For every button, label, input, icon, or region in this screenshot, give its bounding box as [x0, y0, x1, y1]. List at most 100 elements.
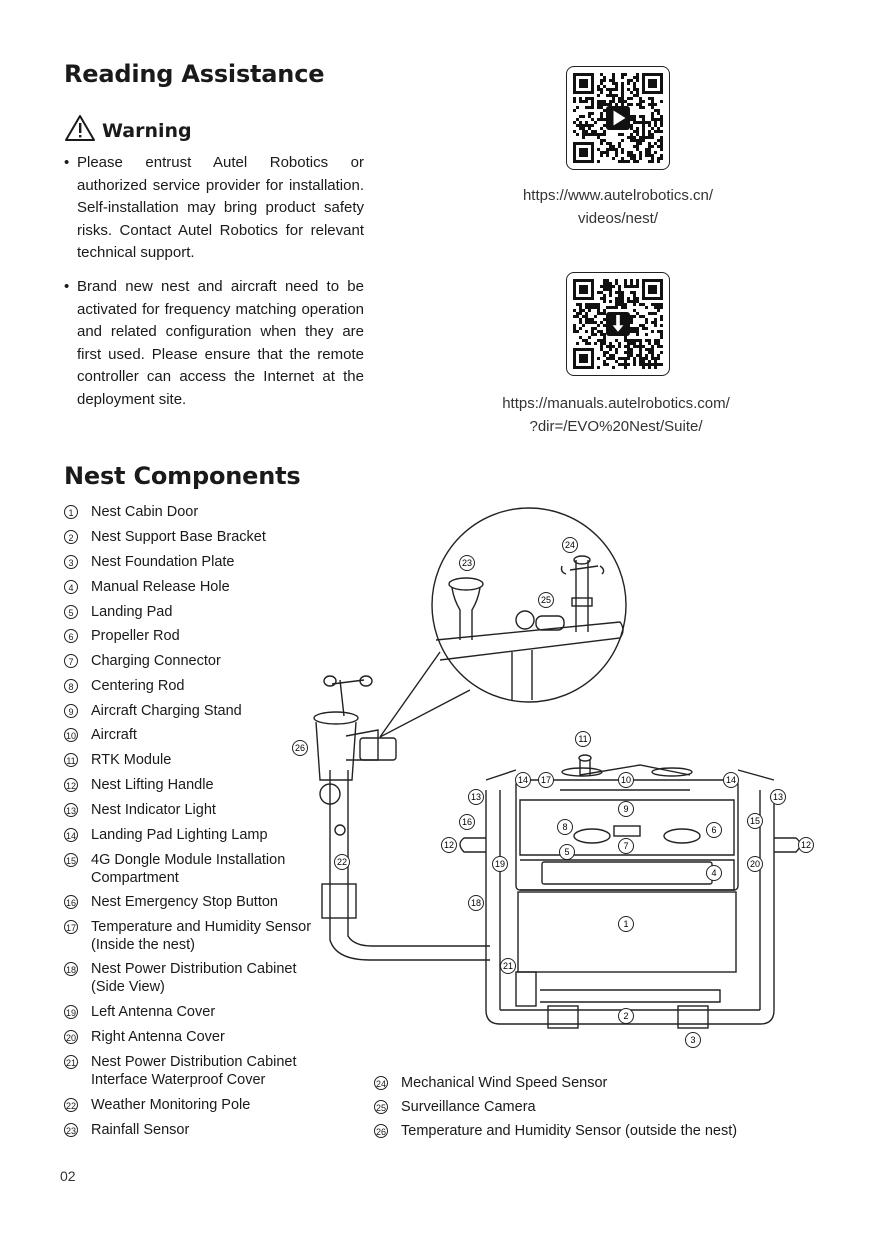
svg-text:17: 17: [541, 775, 551, 785]
svg-text:20: 20: [750, 859, 760, 869]
component-label: 4G Dongle Module Installation Compartmen…: [91, 852, 286, 886]
warning-bullet-1: • Please entrust Autel Robotics or autho…: [64, 152, 364, 265]
callout-marker: 23: [459, 555, 475, 571]
component-item: 7 Charging Connector: [64, 652, 314, 670]
component-label: Centering Rod: [91, 678, 185, 694]
component-number: 18: [64, 962, 78, 976]
component-label: Aircraft: [91, 727, 137, 743]
component-number: 10: [64, 728, 78, 742]
svg-text:12: 12: [801, 840, 811, 850]
component-label: Nest Power Distribution Cabinet (Side Vi…: [91, 961, 297, 995]
component-label: Temperature and Humidity Sensor (outside…: [401, 1123, 738, 1139]
component-label: Mechanical Wind Speed Sensor: [401, 1075, 608, 1091]
component-number: 12: [64, 778, 78, 792]
component-number: 11: [64, 753, 78, 767]
component-number: 25: [374, 1100, 388, 1114]
component-label: Charging Connector: [91, 653, 221, 669]
component-item: 1 Nest Cabin Door: [64, 503, 314, 521]
qr-url-videos[interactable]: https://www.autelrobotics.cn/ videos/nes…: [522, 187, 714, 227]
component-number: 24: [374, 1076, 388, 1090]
detail-zoom-circle: [431, 507, 627, 703]
svg-text:2: 2: [623, 1011, 628, 1021]
bullet-text: Brand new nest and aircraft need to be a…: [77, 278, 364, 408]
callout-marker: 25: [538, 592, 554, 608]
component-item: 16 Nest Emergency Stop Button: [64, 893, 314, 911]
component-label: Aircraft Charging Stand: [91, 703, 242, 719]
component-label: Manual Release Hole: [91, 579, 230, 595]
svg-text:22: 22: [337, 857, 347, 867]
bullet-text: Please entrust Autel Robotics or authori…: [77, 154, 364, 261]
callout-marker: 12: [798, 837, 814, 853]
nest-components-heading: Nest Components: [64, 462, 301, 490]
component-item: 18 Nest Power Distribution Cabinet (Side …: [64, 960, 314, 996]
component-item: 19 Left Antenna Cover: [64, 1003, 314, 1021]
component-number: 2: [64, 530, 78, 544]
svg-text:3: 3: [690, 1035, 695, 1045]
component-label: Right Antenna Cover: [91, 1029, 225, 1045]
qr-url-manuals[interactable]: https://manuals.autelrobotics.com/ ?dir=…: [502, 395, 730, 435]
callout-marker: 8: [557, 819, 573, 835]
callout-marker: 16: [459, 814, 475, 830]
callout-marker: 21: [500, 958, 516, 974]
component-number: 20: [64, 1030, 78, 1044]
qr-pattern: [573, 73, 663, 163]
svg-text:8: 8: [562, 822, 567, 832]
component-number: 7: [64, 654, 78, 668]
component-number: 17: [64, 920, 78, 934]
component-label: Surveillance Camera: [401, 1099, 536, 1115]
qr-code-manuals[interactable]: [566, 272, 670, 376]
callout-marker: 4: [706, 865, 722, 881]
component-label: Temperature and Humidity Sensor (Inside …: [91, 919, 312, 953]
component-label: Landing Pad Lighting Lamp: [91, 827, 268, 843]
component-number: 22: [64, 1098, 78, 1112]
component-item: 17 Temperature and Humidity Sensor (Insid…: [64, 918, 314, 954]
component-number: 26: [374, 1124, 388, 1138]
component-label: Nest Emergency Stop Button: [91, 894, 278, 910]
svg-text:21: 21: [503, 961, 513, 971]
svg-text:5: 5: [564, 847, 569, 857]
component-label: Nest Lifting Handle: [91, 777, 214, 793]
svg-text:23: 23: [462, 558, 472, 568]
svg-text:19: 19: [495, 859, 505, 869]
callout-marker: 14: [723, 772, 739, 788]
component-number: 13: [64, 803, 78, 817]
component-number: 1: [64, 505, 78, 519]
component-label: RTK Module: [91, 752, 172, 768]
component-label: Nest Power Distribution Cabinet Interfac…: [91, 1054, 297, 1088]
svg-text:13: 13: [773, 792, 783, 802]
callout-marker: 18: [468, 895, 484, 911]
svg-text:16: 16: [462, 817, 472, 827]
component-number: 19: [64, 1005, 78, 1019]
component-label: Rainfall Sensor: [91, 1122, 190, 1138]
component-label: Nest Cabin Door: [91, 504, 199, 520]
svg-text:1: 1: [623, 919, 628, 929]
component-item: 25 Surveillance Camera: [374, 1098, 794, 1116]
qr-pattern: [573, 279, 663, 369]
callout-marker: 6: [706, 822, 722, 838]
callout-marker: 22: [334, 854, 350, 870]
callout-marker: 19: [492, 856, 508, 872]
component-item: 11 RTK Module: [64, 751, 314, 769]
component-label: Nest Foundation Plate: [91, 554, 235, 570]
component-item: 12 Nest Lifting Handle: [64, 776, 314, 794]
callout-marker: 14: [515, 772, 531, 788]
component-number: 16: [64, 895, 78, 909]
component-label: Left Antenna Cover: [91, 1004, 216, 1020]
component-item: 23 Rainfall Sensor: [64, 1121, 314, 1139]
component-number: 23: [64, 1123, 78, 1137]
callout-marker: 24: [562, 537, 578, 553]
qr-code-videos[interactable]: [566, 66, 670, 170]
component-item: 10 Aircraft: [64, 726, 314, 744]
component-label: Weather Monitoring Pole: [91, 1097, 251, 1113]
component-item: 24 Mechanical Wind Speed Sensor: [374, 1074, 794, 1092]
svg-text:11: 11: [578, 734, 587, 744]
